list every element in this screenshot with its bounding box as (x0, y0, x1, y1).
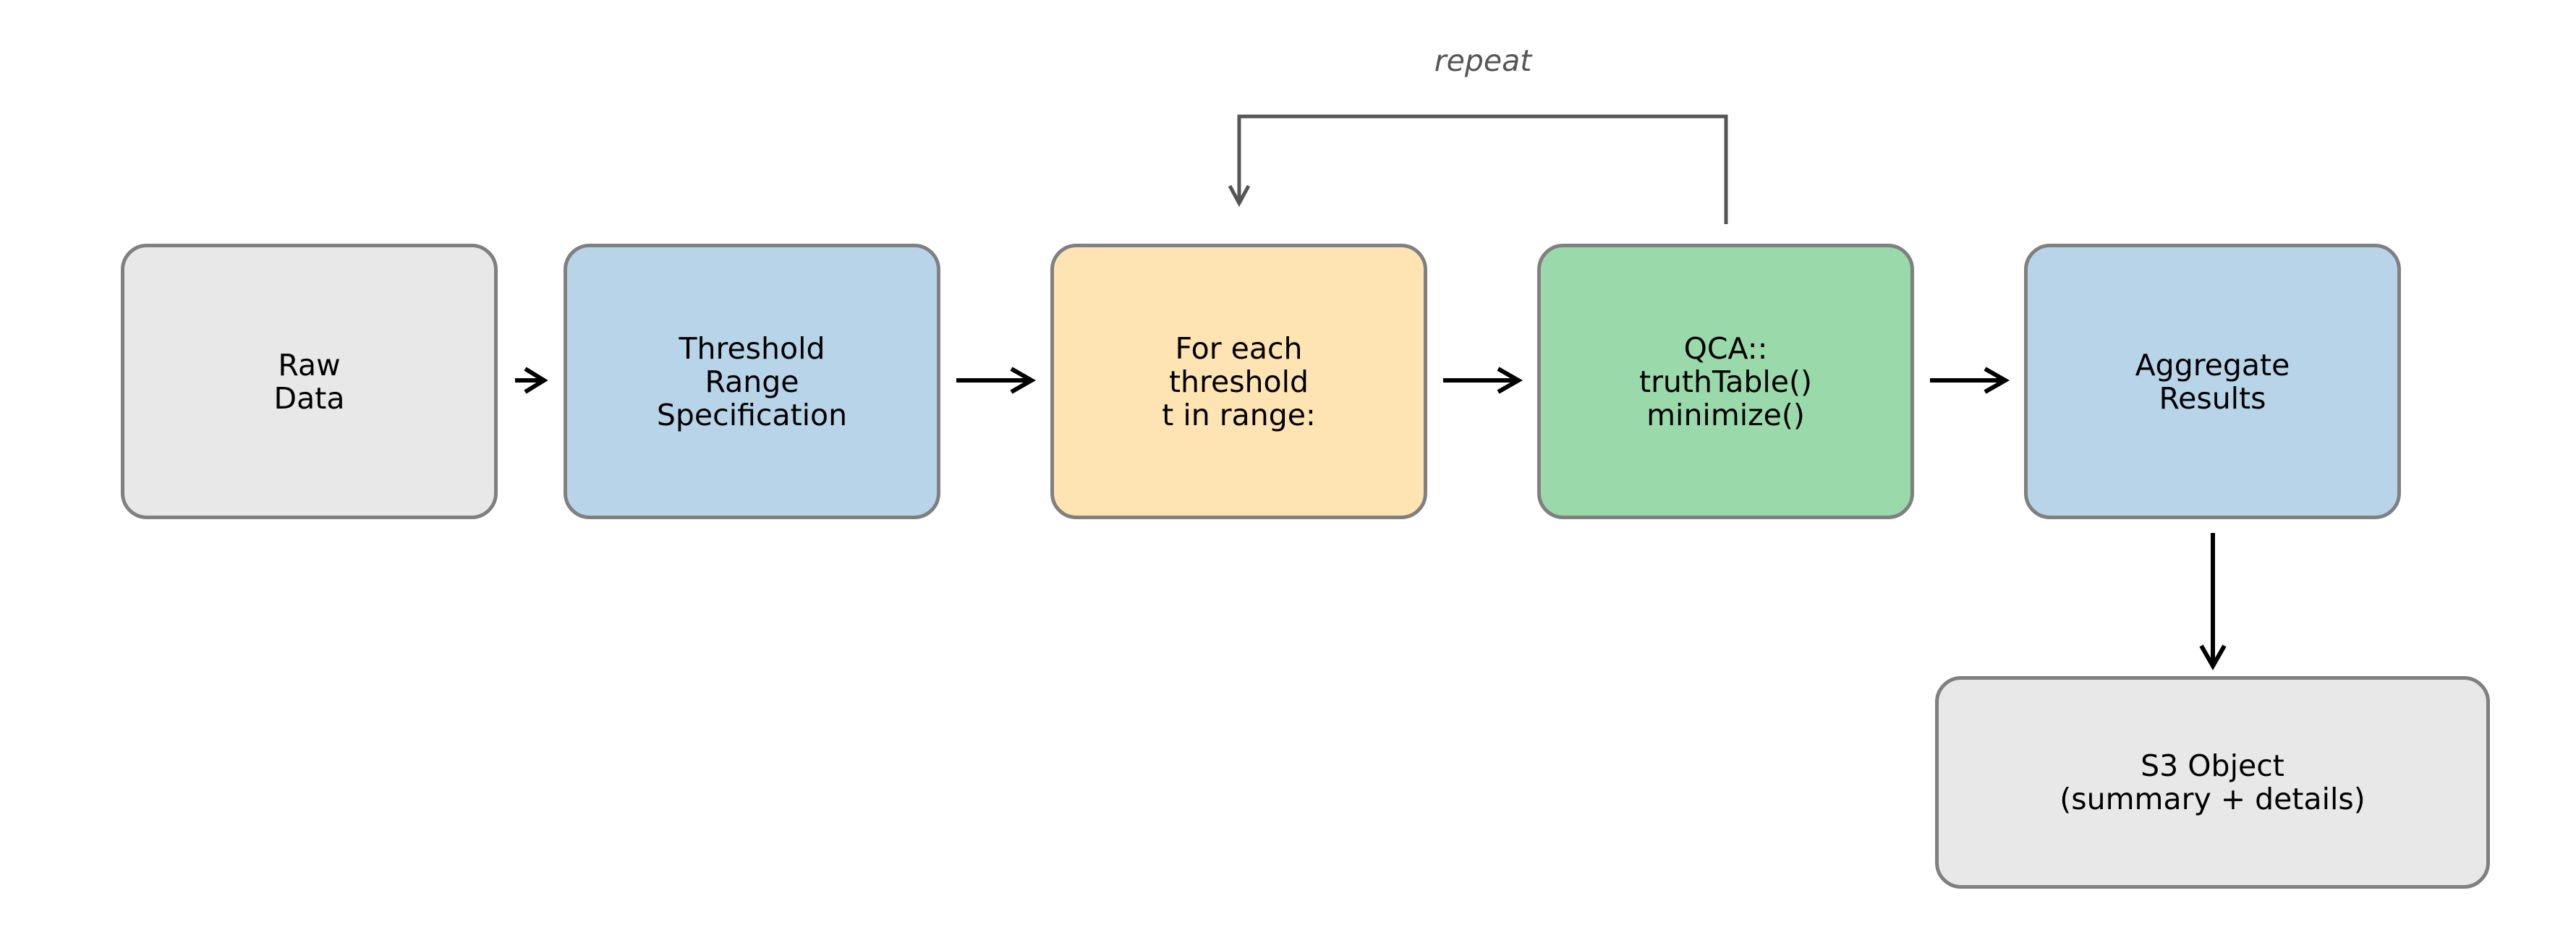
threshold-range-label: Threshold Range Specification (656, 330, 848, 432)
arrow-qca-to-aggregate (1930, 367, 2010, 394)
arrow-threshold-to-for-each (956, 367, 1037, 394)
for-each-threshold-box: For each threshold t in range: (1050, 244, 1427, 519)
loop-arrow-repeat (1228, 114, 1728, 224)
s3-object-label: S3 Object (summary + details) (2059, 748, 2365, 816)
s3-object-box: S3 Object (summary + details) (1935, 676, 2490, 889)
threshold-range-box: Threshold Range Specification (564, 244, 940, 519)
aggregate-results-box: Aggregate Results (2024, 244, 2401, 519)
arrow-for-each-to-qca (1443, 367, 1523, 394)
raw-data-box: Raw Data (121, 244, 498, 519)
aggregate-results-label: Aggregate Results (2135, 347, 2290, 416)
raw-data-label: Raw Data (273, 347, 345, 416)
for-each-threshold-label: For each threshold t in range: (1162, 330, 1316, 432)
arrow-raw-data-to-threshold (515, 367, 548, 394)
arrow-aggregate-to-s3 (2199, 533, 2227, 671)
qca-label: QCA:: truthTable() minimize() (1639, 330, 1812, 432)
repeat-label: repeat (1434, 43, 1532, 78)
qca-box: QCA:: truthTable() minimize() (1537, 244, 1914, 519)
